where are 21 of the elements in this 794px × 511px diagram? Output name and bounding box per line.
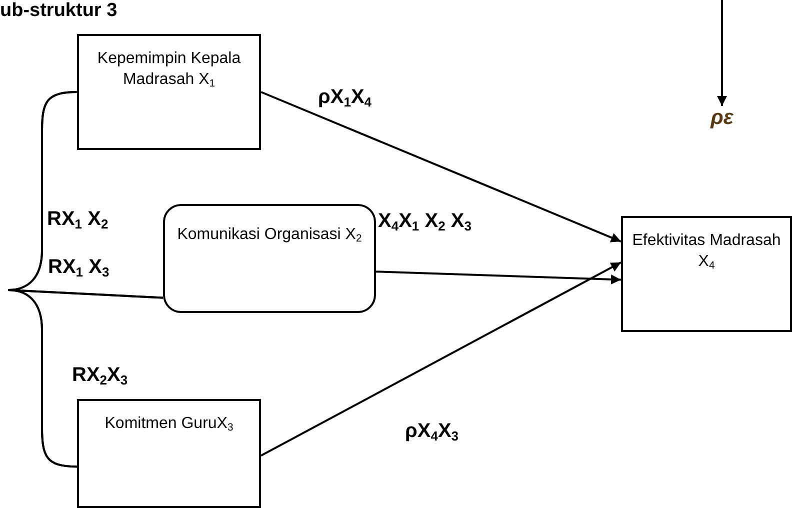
arrow (260, 91, 622, 242)
variable-name: Komunikasi Organisasi X$_{2}$ (177, 225, 362, 245)
coefficient-label: ρX$_{1}$X$_{4}$ (318, 86, 372, 109)
variable-name: Kepemimpin Kepala Madrasah X$_{1}$ (96, 49, 242, 90)
coefficient-label: X$_{4}$X$_{1}$ X$_{2}$ X$_{3}$ (378, 210, 472, 233)
arrow (376, 270, 622, 284)
diagram-title: ub-struktur 3 (0, 0, 118, 22)
error-term-label: ρε (700, 106, 744, 136)
variable-name: Efektivitas Madrasah X$_{4}$ (631, 231, 782, 272)
variable-box (77, 399, 261, 508)
arrow (260, 262, 622, 457)
arrow (717, 0, 727, 106)
coefficient-label: RX$_{2}$X$_{3}$ (72, 364, 128, 387)
variable-box (77, 34, 261, 150)
variable-name: Komitmen GuruX$_{3}$ (104, 414, 234, 434)
variable-rounded-box (163, 204, 376, 313)
correlation-line (7, 91, 78, 468)
variable-box (621, 216, 792, 332)
coefficient-label: RX$_{1}$ X$_{3}$ (48, 256, 110, 279)
coefficient-label: RX$_{1}$ X$_{2}$ (47, 208, 108, 231)
coefficient-label: ρX$_{4}$X$_{3}$ (405, 420, 459, 443)
